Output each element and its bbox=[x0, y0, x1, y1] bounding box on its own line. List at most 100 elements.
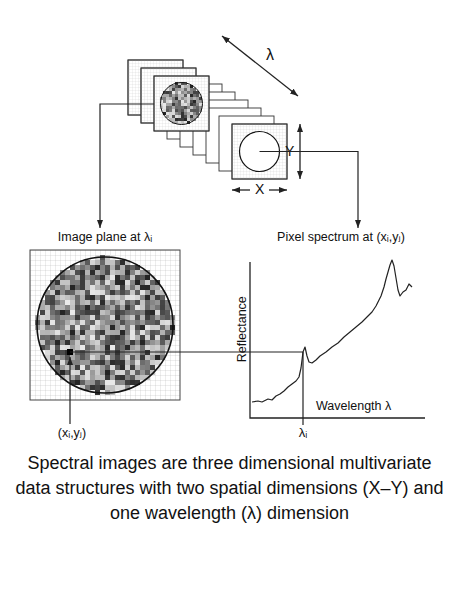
speckle-cell bbox=[100, 285, 105, 290]
speckle-cell bbox=[95, 390, 100, 395]
speckle-cell bbox=[140, 345, 145, 350]
speckle-cell bbox=[184, 88, 187, 91]
speckle-cell bbox=[166, 103, 169, 106]
speckle-cell bbox=[120, 365, 125, 370]
speckle-cell bbox=[115, 285, 120, 290]
speckle-cell bbox=[105, 340, 110, 345]
speckle-cell bbox=[85, 295, 90, 300]
speckle-cell bbox=[65, 285, 70, 290]
speckle-cell bbox=[135, 335, 140, 340]
speckle-cell bbox=[135, 295, 140, 300]
speckle-cell bbox=[95, 275, 100, 280]
speckle-cell bbox=[85, 270, 90, 275]
x-arrow bbox=[269, 189, 287, 190]
speckle-cell bbox=[70, 275, 75, 280]
speckle-cell bbox=[80, 260, 85, 265]
speckle-cell bbox=[175, 103, 178, 106]
speckle-cell bbox=[45, 320, 50, 325]
speckle-cell bbox=[178, 94, 181, 97]
speckle-cell bbox=[115, 295, 120, 300]
speckle-cell bbox=[105, 380, 110, 385]
speckle-cell bbox=[45, 325, 50, 330]
speckle-cell bbox=[110, 255, 115, 260]
speckle-cell bbox=[172, 106, 175, 109]
speckle-cell bbox=[50, 350, 55, 355]
speckle-cell bbox=[169, 103, 172, 106]
speckle-cell bbox=[135, 275, 140, 280]
speckle-cell bbox=[169, 118, 172, 121]
speckle-cell bbox=[140, 315, 145, 320]
image-frame bbox=[206, 108, 261, 163]
speckle-cell bbox=[184, 121, 187, 124]
speckle-cell bbox=[125, 360, 130, 365]
speckle-cell bbox=[145, 355, 150, 360]
speckle-cell bbox=[145, 350, 150, 355]
speckle-cell bbox=[110, 325, 115, 330]
speckle-cell bbox=[85, 300, 90, 305]
speckle-cell bbox=[100, 335, 105, 340]
speckle-cell bbox=[95, 365, 100, 370]
speckle-cell bbox=[181, 100, 184, 103]
speckle-cell bbox=[85, 370, 90, 375]
speckle-cell bbox=[163, 103, 166, 106]
speckle-cell bbox=[75, 345, 80, 350]
speckle-cell bbox=[130, 300, 135, 305]
speckle-cell bbox=[110, 295, 115, 300]
speckle-cell bbox=[184, 85, 187, 88]
speckle-cell bbox=[160, 325, 165, 330]
speckle-cell bbox=[110, 310, 115, 315]
speckle-cell bbox=[193, 118, 196, 121]
speckle-cell bbox=[95, 300, 100, 305]
speckle-cell bbox=[155, 285, 160, 290]
speckle-cell bbox=[196, 97, 199, 100]
speckle-cell bbox=[190, 100, 193, 103]
speckle-cell bbox=[100, 365, 105, 370]
speckle-cell bbox=[150, 365, 155, 370]
speckle-cell bbox=[110, 365, 115, 370]
speckle-cell bbox=[199, 103, 202, 106]
speckle-cell bbox=[75, 350, 80, 355]
speckle-cell bbox=[115, 385, 120, 390]
speckle-cell bbox=[105, 360, 110, 365]
speckle-cell bbox=[120, 300, 125, 305]
speckle-cell bbox=[145, 360, 150, 365]
speckle-cell bbox=[150, 315, 155, 320]
frame-grid bbox=[128, 60, 183, 115]
speckle-cell bbox=[135, 380, 140, 385]
speckle-cell bbox=[95, 330, 100, 335]
speckle-cell bbox=[105, 315, 110, 320]
speckle-cell bbox=[95, 310, 100, 315]
speckle-cell bbox=[130, 275, 135, 280]
speckle-cell bbox=[75, 315, 80, 320]
speckle-cell bbox=[196, 103, 199, 106]
speckle-cell bbox=[199, 109, 202, 112]
speckle-cell bbox=[187, 118, 190, 121]
x-arrow bbox=[232, 189, 250, 190]
speckle-cell bbox=[150, 280, 155, 285]
speckle-cell bbox=[105, 385, 110, 390]
speckle-cell bbox=[155, 310, 160, 315]
speckle-cell bbox=[160, 345, 165, 350]
speckle-cell bbox=[100, 315, 105, 320]
speckle-cell bbox=[175, 115, 178, 118]
speckle-cell bbox=[105, 265, 110, 270]
speckle-cell bbox=[70, 335, 75, 340]
speckle-cell bbox=[45, 335, 50, 340]
speckle-cell bbox=[155, 360, 160, 365]
speckle-cell bbox=[85, 315, 90, 320]
image-frame bbox=[128, 60, 183, 115]
speckle-cell bbox=[196, 109, 199, 112]
speckle-cell bbox=[125, 285, 130, 290]
speckle-cell bbox=[50, 290, 55, 295]
speckle-cell bbox=[135, 350, 140, 355]
speckle-cell bbox=[155, 315, 160, 320]
speckle-cell bbox=[90, 310, 95, 315]
speckle-cell bbox=[50, 320, 55, 325]
speckle-cell bbox=[125, 280, 130, 285]
speckle-cell bbox=[95, 315, 100, 320]
speckle-cell bbox=[145, 295, 150, 300]
speckle-cell bbox=[95, 385, 100, 390]
speckle-cell bbox=[165, 345, 170, 350]
speckle-cell bbox=[145, 285, 150, 290]
speckle-cell bbox=[160, 295, 165, 300]
